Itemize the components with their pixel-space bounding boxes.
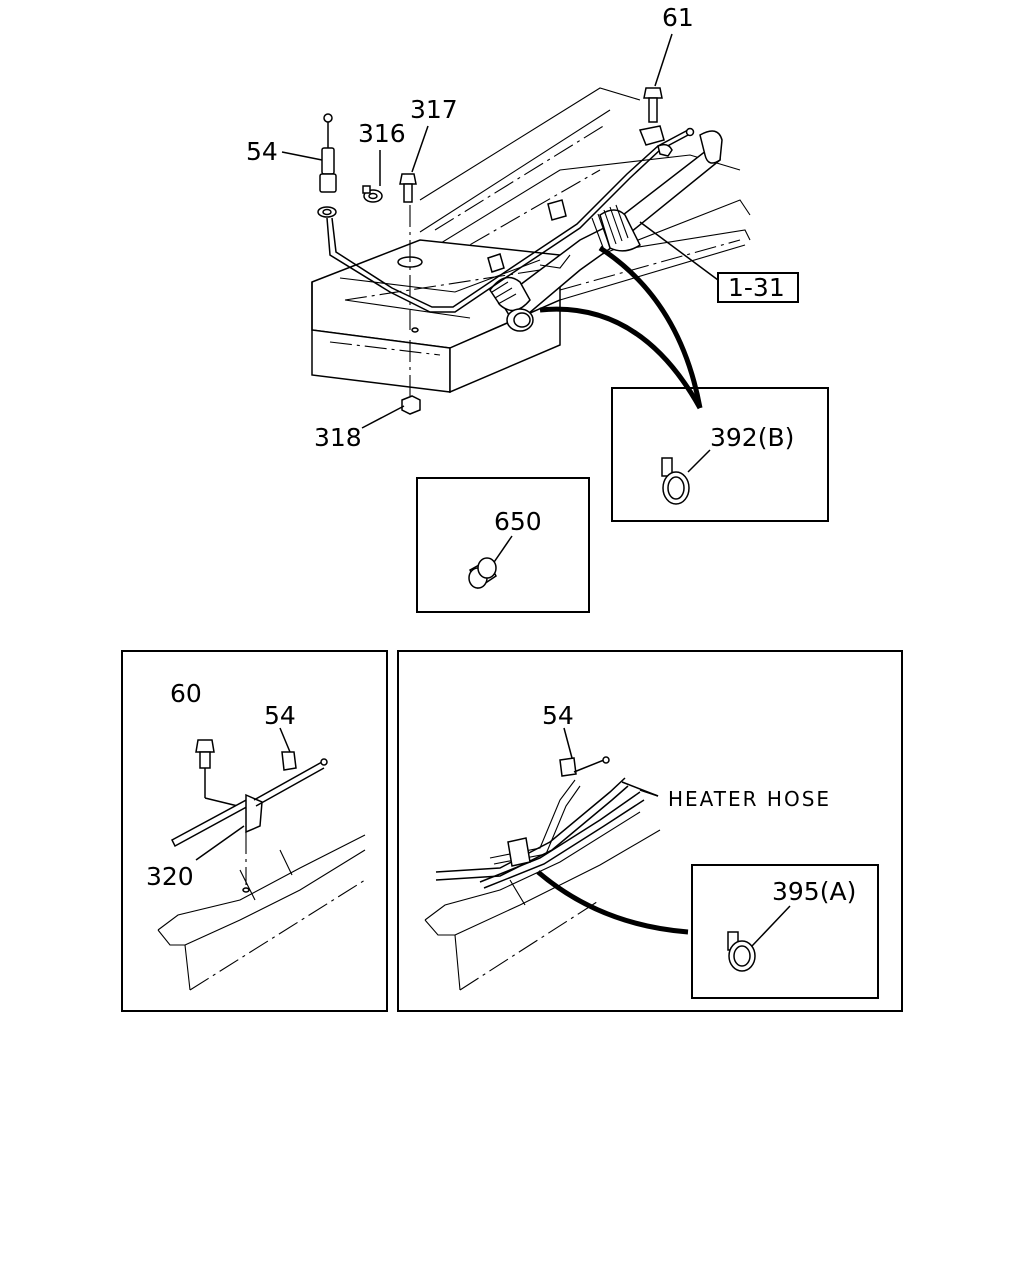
clamp-392b-icon [661,457,690,505]
clamp-395a-icon [727,931,756,972]
detail-box-650: 650 [416,477,590,613]
main-assembly-view: 61 54 316 317 318 1-31 [246,3,799,473]
detail-box-392b: 392(B) [611,387,829,522]
callout-61: 61 [662,3,694,32]
callout-392b: 392(B) [710,423,794,452]
cable-line [326,127,695,313]
callout-54-right: 54 [542,701,574,730]
callout-54-left: 54 [264,701,296,730]
callout-320: 320 [146,862,194,891]
hose-assembly [489,130,723,332]
part-317-bolt [399,173,417,330]
part-61-bolt [638,87,673,157]
callout-317: 317 [410,95,458,124]
callout-316: 316 [358,119,406,148]
heater-hose-note: HEATER HOSE [668,787,831,811]
callout-318: 318 [314,423,362,452]
reference-box-1-31 [717,272,799,303]
callout-395a: 395(A) [772,877,856,906]
part-318-nut [401,340,421,415]
detail-panel-left: 60 54 320 [121,650,388,1012]
callout-650: 650 [494,507,542,536]
reference-1-31: 1-31 [728,273,785,302]
callout-60: 60 [170,679,202,708]
callout-54-top: 54 [246,137,278,166]
detail-box-395a: 395(A) [691,864,879,999]
hose-clamps [487,199,567,273]
cap-650-icon [468,557,497,590]
part-54-rod [317,113,337,218]
part-316-clip [362,185,383,203]
detail-panel-right: HEATER HOSE 54 395(A) [397,650,903,1012]
